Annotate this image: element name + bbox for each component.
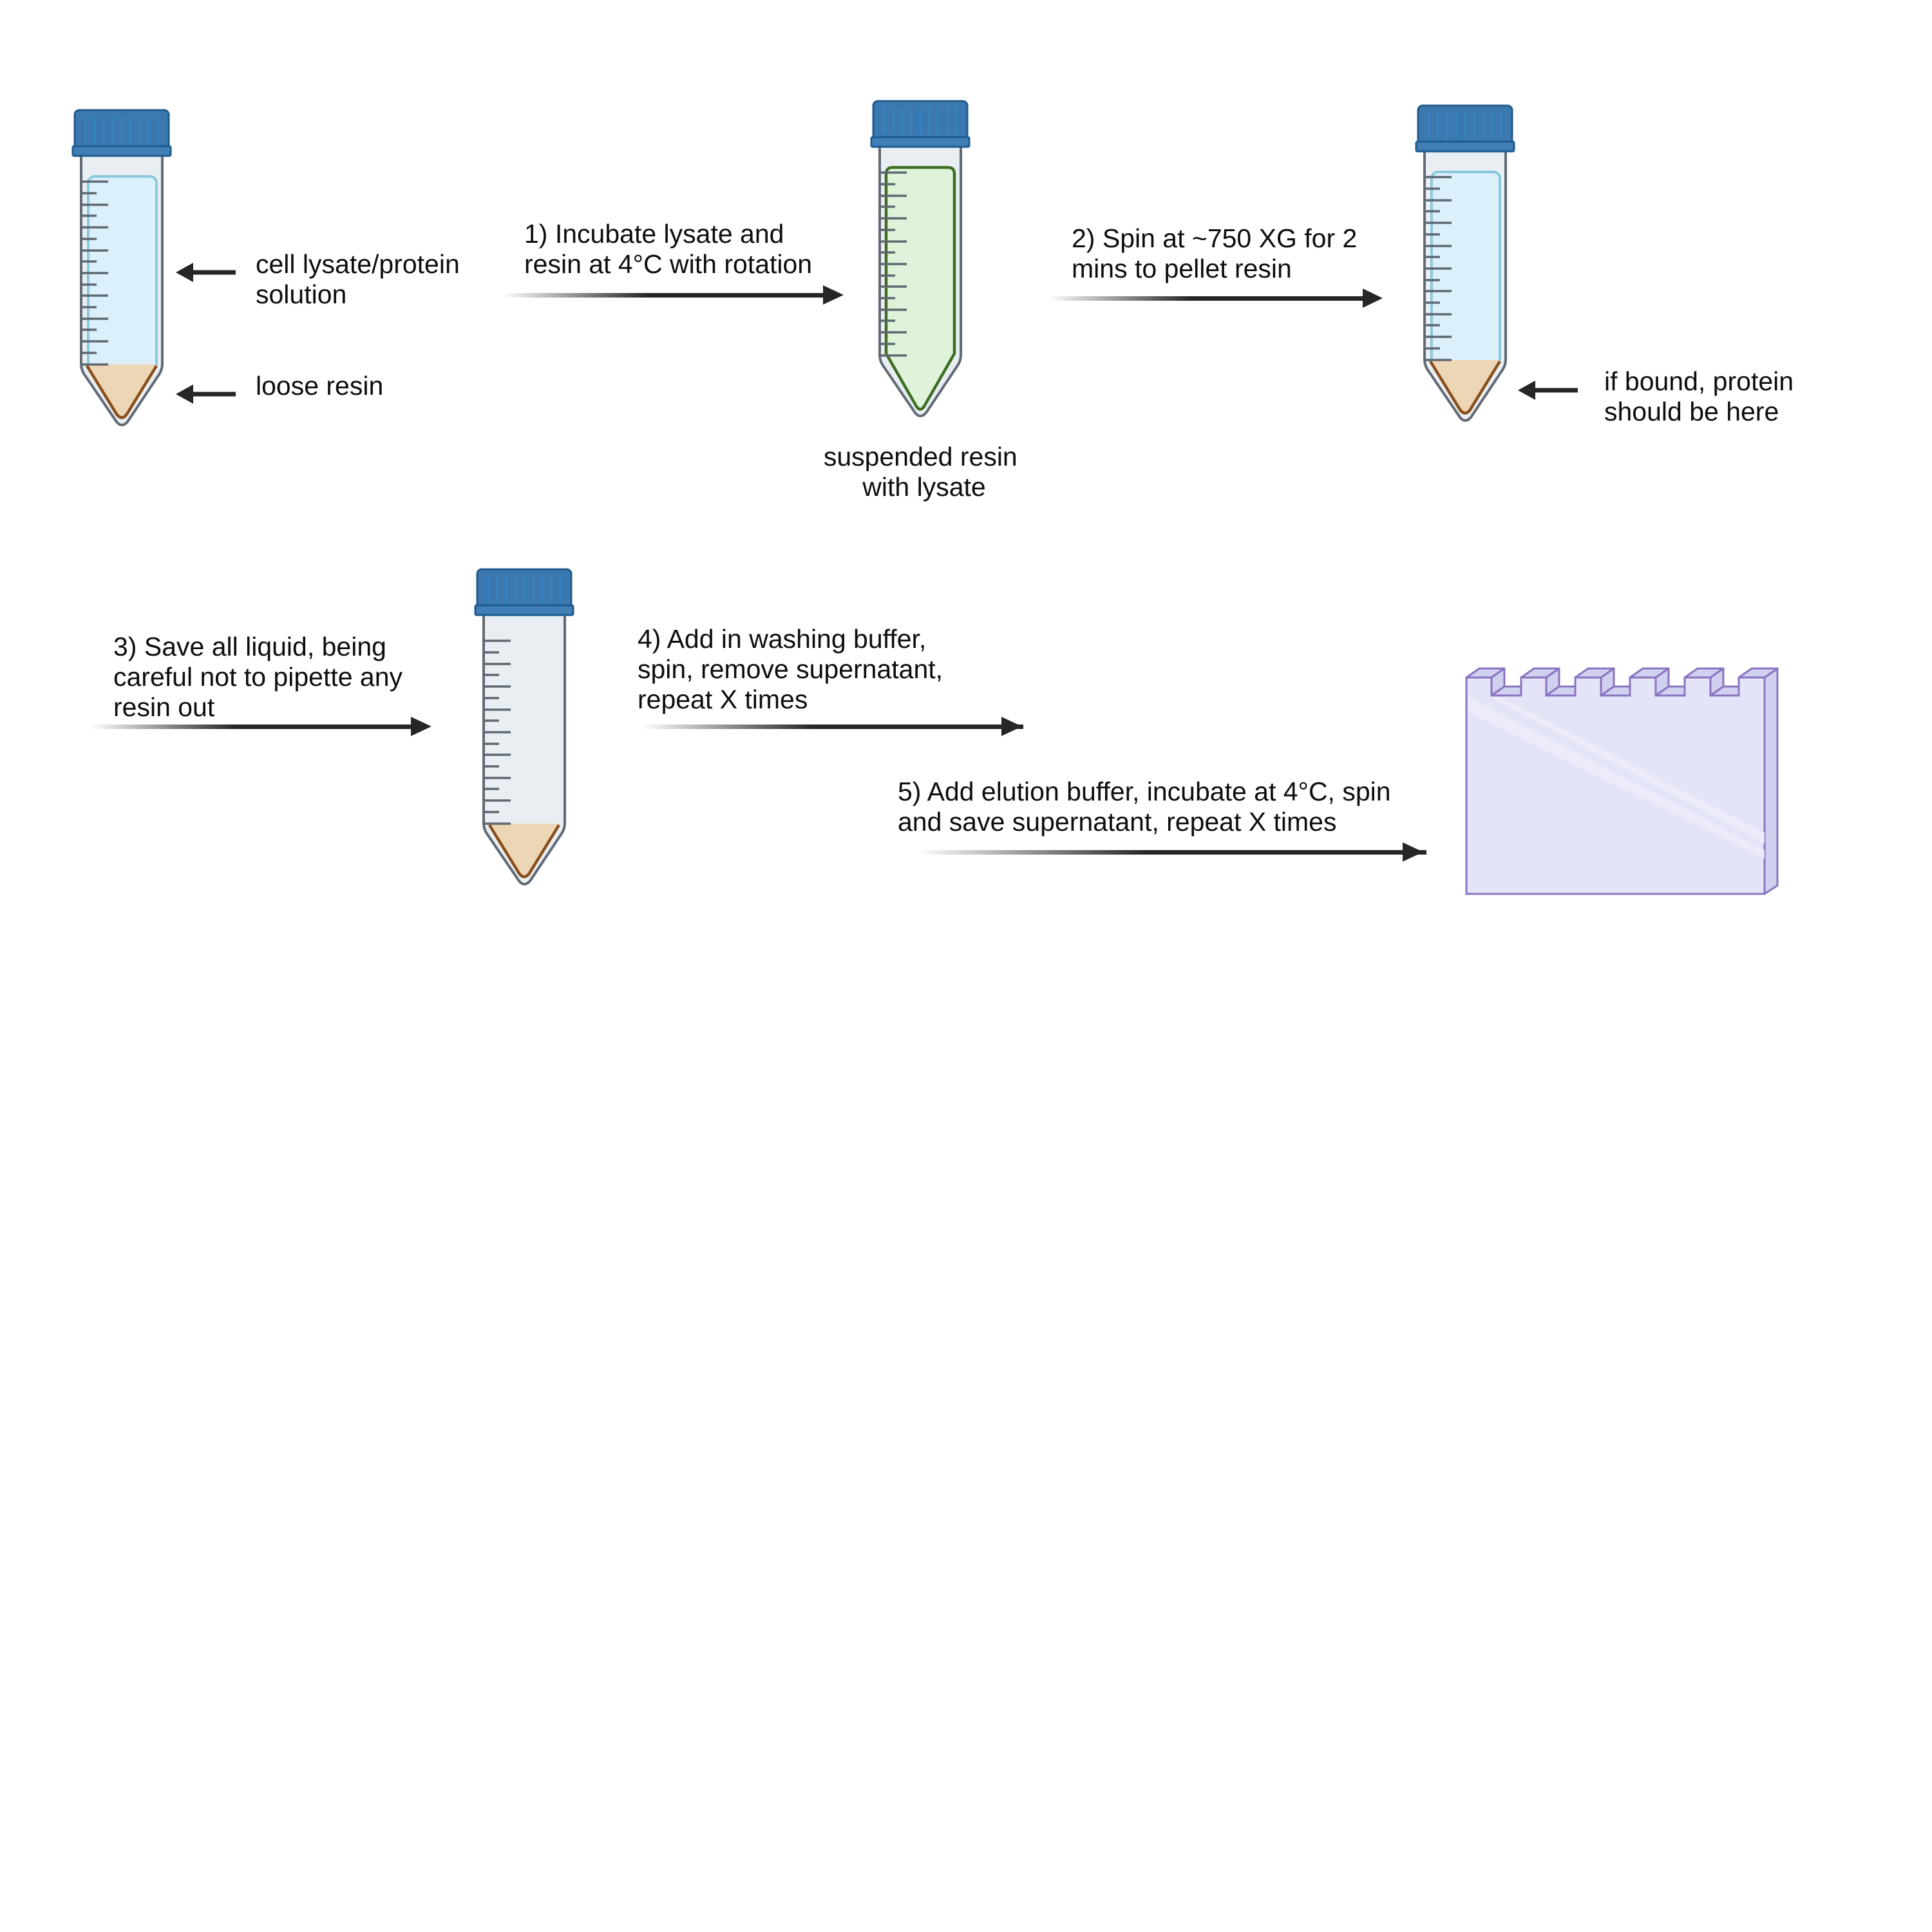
lysate-label: cell lysate/protein solution xyxy=(256,249,467,309)
step-1-arrow-icon xyxy=(502,285,844,305)
tube-resin-only-icon xyxy=(474,568,574,886)
step-1-text: 1) Incubate lysate and resin at 4°C with… xyxy=(524,219,812,279)
tube-spun-icon xyxy=(1415,104,1515,422)
step-3-arrow-icon xyxy=(90,717,431,736)
step-2-arrow-icon xyxy=(1048,289,1383,308)
sds-page-gel-icon xyxy=(1465,667,1779,895)
bound-protein-pointer-arrow-icon xyxy=(1518,381,1578,400)
bound-protein-label: if bound, protein should be here xyxy=(1604,366,1801,426)
step-5-text: 5) Add elution buffer, incubate at 4°C, … xyxy=(898,777,1398,837)
tube-incubate-icon xyxy=(870,100,971,417)
step-4-arrow-icon xyxy=(641,717,1023,736)
loose-resin-label: loose resin xyxy=(256,371,383,401)
step-4-text: 4) Add in washing buffer, spin, remove s… xyxy=(638,624,950,714)
suspended-resin-label: suspended resin with lysate xyxy=(824,442,1025,502)
tube-start-icon xyxy=(71,109,172,426)
step-2-text: 2) Spin at ~750 XG for 2 mins to pellet … xyxy=(1072,223,1365,283)
step-5-arrow-icon xyxy=(918,842,1426,862)
step-3-text: 3) Save all liquid, being careful not to… xyxy=(113,632,410,722)
lysate-pointer-arrow-icon xyxy=(176,263,236,282)
loose-resin-pointer-arrow-icon xyxy=(176,384,236,404)
